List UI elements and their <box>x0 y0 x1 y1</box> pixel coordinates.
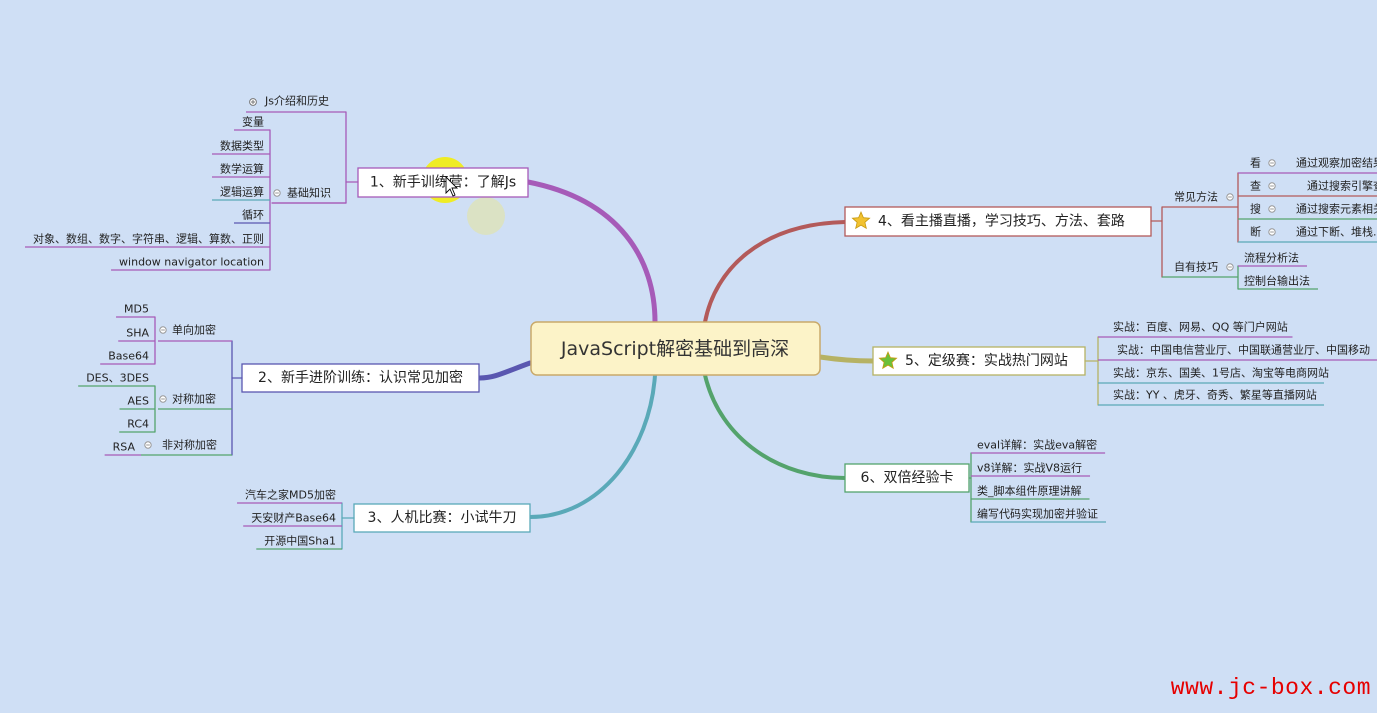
b3-item-2[interactable]: 开源中国Sha1 <box>264 534 336 548</box>
topic-2-label[interactable]: 2、新手进阶训练：认识常见加密 <box>258 369 463 386</box>
trunk-b4 <box>703 220 847 324</box>
b2-asym-item-0[interactable]: RSA <box>113 441 136 454</box>
b6-item-0[interactable]: eval详解：实战eva解密 <box>977 438 1097 452</box>
central-topic-box[interactable] <box>530 321 821 376</box>
b4-skill-0[interactable]: 流程分析法 <box>1244 251 1299 265</box>
b2-sym-item-2[interactable]: RC4 <box>127 418 149 431</box>
b1-basic-item-3[interactable]: 逻辑运算 <box>220 185 264 199</box>
trunk-b1 <box>525 179 658 325</box>
b2-oneway-item-1[interactable]: SHA <box>126 327 149 340</box>
topic-2-box[interactable] <box>241 363 480 393</box>
b4-skills-label[interactable]: 自有技巧 <box>1174 260 1218 274</box>
b5-item-0[interactable]: 实战：百度、网易、QQ 等门户网站 <box>1113 320 1288 334</box>
b4-method-key-3[interactable]: 断 <box>1250 225 1261 239</box>
topic-6-label[interactable]: 6、双倍经验卡 <box>861 470 954 486</box>
b4-method-key-0[interactable]: 看 <box>1250 156 1261 170</box>
b2-oneway-item-0[interactable]: MD5 <box>124 303 149 316</box>
b4-method-key-2[interactable]: 搜 <box>1250 202 1261 216</box>
b5-item-3[interactable]: 实战：YY 、虎牙、奇秀、繁星等直播网站 <box>1113 388 1317 402</box>
b1-basic-item-5[interactable]: 对象、数组、数字、字符串、逻辑、算数、正则 <box>33 232 264 246</box>
b2-oneway-label[interactable]: 单向加密 <box>172 323 216 337</box>
trunk-b5 <box>817 354 876 364</box>
cursor-icon <box>445 175 459 197</box>
topic-4-label[interactable]: 4、看主播直播，学习技巧、方法、套路 <box>878 213 1125 230</box>
topic-3-box[interactable] <box>353 503 531 533</box>
b1-basic-item-6[interactable]: window navigator location <box>119 256 264 269</box>
star-icon <box>851 210 871 230</box>
topic-4-box[interactable] <box>844 206 1152 237</box>
b2-sym-label[interactable]: 对称加密 <box>172 392 216 406</box>
b2-sym-item-1[interactable]: AES <box>128 395 149 408</box>
b4-method-text-0[interactable]: 通过观察加密结果 <box>1296 156 1377 170</box>
b2-sym-item-0[interactable]: DES、3DES <box>86 372 149 385</box>
b4-skill-1[interactable]: 控制台输出法 <box>1244 274 1310 288</box>
b3-item-0[interactable]: 汽车之家MD5加密 <box>245 488 336 502</box>
b6-item-1[interactable]: v8详解：实战V8运行 <box>977 461 1082 475</box>
b4-method-text-3[interactable]: 通过下断、堆栈... <box>1296 225 1377 239</box>
b1-basic-item-4[interactable]: 循环 <box>242 209 264 222</box>
b1-intro-label[interactable]: Js介绍和历史 <box>264 94 329 108</box>
topic-5-label[interactable]: 5、定级赛：实战热门网站 <box>905 353 1068 369</box>
b2-asym-label[interactable]: 非对称加密 <box>162 438 217 452</box>
b4-method-text-1[interactable]: 通过搜索引擎查 <box>1307 179 1377 193</box>
b6-item-3[interactable]: 编写代码实现加密并验证 <box>977 507 1098 521</box>
trunk-b6 <box>703 373 847 480</box>
central-topic-label[interactable]: JavaScript解密基础到高深 <box>560 338 789 360</box>
trunk-b2 <box>477 360 533 381</box>
b6-item-2[interactable]: 类_脚本组件原理讲解 <box>977 484 1082 498</box>
b4-method-text-2[interactable]: 通过搜索元素相关 <box>1296 202 1377 216</box>
b1-basics-label[interactable]: 基础知识 <box>287 186 331 200</box>
b1-basic-item-0[interactable]: 变量 <box>242 115 264 129</box>
b4-method-key-1[interactable]: 查 <box>1250 179 1261 193</box>
b1-basic-item-1[interactable]: 数据类型 <box>220 139 264 153</box>
topic-3-label[interactable]: 3、人机比赛：小试牛刀 <box>368 510 517 526</box>
b2-oneway-item-2[interactable]: Base64 <box>108 350 149 363</box>
b5-item-1[interactable]: 实战：中国电信营业厅、中国联通营业厅、中国移动 <box>1117 343 1370 357</box>
trunk-b3 <box>528 373 657 519</box>
green-star-icon <box>878 350 898 370</box>
watermark: www.jc-box.com <box>1170 675 1371 701</box>
topic-1-label[interactable]: 1、新手训练营：了解Js <box>370 175 516 191</box>
b4-methods-label[interactable]: 常见方法 <box>1174 190 1218 204</box>
click-ripple <box>467 197 505 235</box>
b5-item-2[interactable]: 实战：京东、国美、1号店、淘宝等电商网站 <box>1113 366 1329 380</box>
b3-item-1[interactable]: 天安财产Base64 <box>251 511 336 525</box>
b1-basic-item-2[interactable]: 数学运算 <box>220 162 264 176</box>
topic-5-box[interactable] <box>872 346 1086 376</box>
topic-1-box[interactable] <box>357 167 529 198</box>
